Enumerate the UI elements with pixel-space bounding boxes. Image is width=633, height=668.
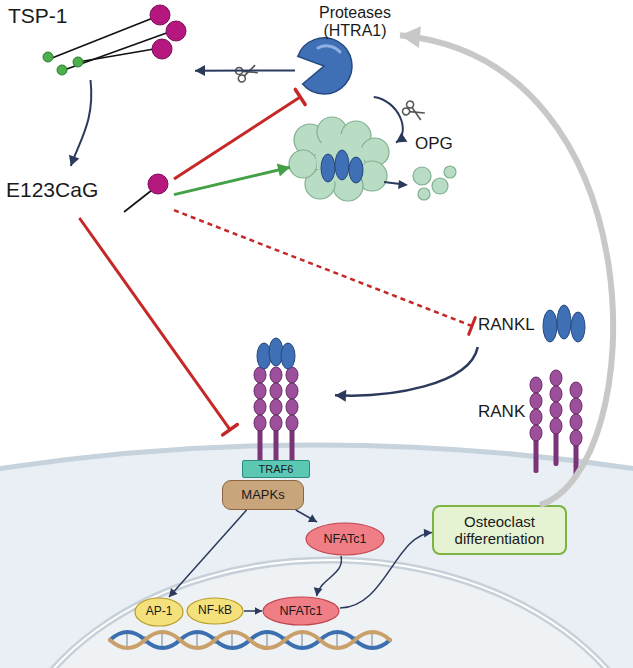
ellipse-shape: [135, 598, 183, 626]
fragment-name: E123CaG: [6, 178, 98, 202]
kinase-label: MAPKs: [223, 481, 303, 509]
opg-protein: [289, 117, 389, 201]
inhibition-line: [79, 218, 230, 430]
arrow-head: [400, 26, 421, 48]
arrow-line: [374, 97, 403, 143]
arrow-head: [424, 529, 432, 538]
rank-receptors: [530, 370, 582, 478]
protease-shape: [298, 38, 352, 94]
adaptor-box: TRAF6: [242, 460, 310, 478]
ellipse-shape: [263, 597, 339, 625]
ellipse-shape: [306, 523, 384, 555]
cleavage-arrow: [384, 182, 400, 184]
protease-node: Proteases (HTRA1): [295, 2, 400, 97]
factor-ellipse: NF-kB: [186, 597, 244, 625]
arrow-head: [308, 514, 317, 522]
factor-label: AP-1: [134, 597, 184, 627]
receptor-complex: TRAF6: [230, 340, 335, 478]
protein-name: RANKL: [478, 315, 535, 335]
arrow-line: [400, 35, 613, 505]
protein-name: TSP-1: [8, 4, 68, 28]
fragment-node: E123CaG: [2, 166, 174, 218]
outcome-box: Osteoclast differentiation: [432, 505, 567, 555]
factor-label: NF-kB: [186, 597, 244, 625]
arrow-line: [71, 80, 92, 166]
opg-fragments: [413, 166, 456, 200]
inhibition-line: [174, 97, 300, 179]
inhibition-bar: [295, 89, 305, 104]
outcome-label: Osteoclast differentiation: [434, 507, 565, 553]
scissors-icon: [235, 62, 259, 83]
dna-helix: [110, 632, 390, 648]
e123cag-fragment: [124, 174, 168, 212]
arrow-head: [255, 607, 262, 615]
receptor-node: RANK: [472, 398, 532, 428]
nuclear-envelope-inner: [0, 560, 633, 668]
arrow-head: [277, 164, 290, 177]
arrow-head: [69, 155, 79, 166]
arrow-head: [195, 65, 205, 76]
kinase-box: MAPKs: [222, 480, 304, 510]
opg-node: OPG: [290, 118, 396, 200]
arrow-head: [169, 588, 178, 597]
protein-name: RANK: [478, 402, 525, 422]
arrow-line: [317, 556, 342, 596]
inhibition-line: [174, 210, 472, 326]
rankl-rank-complex: [254, 338, 298, 463]
arrow-head: [396, 132, 407, 142]
rankl-trimer: [543, 305, 585, 342]
protein-node: TSP-1: [5, 2, 195, 80]
arrow-line: [296, 510, 317, 522]
factor-ellipse: NFATc1: [262, 596, 340, 626]
arrow-line: [335, 347, 478, 396]
rankl-in-opg: [321, 150, 363, 183]
factor-label: NFATc1: [305, 522, 385, 556]
inhibition-bar: [469, 318, 476, 335]
arrow-line: [169, 510, 247, 597]
arrow-line: [244, 610, 262, 612]
cleavage-arrow-head: [398, 180, 408, 189]
factor-label: NFATc1: [262, 596, 340, 626]
inhibition-bar: [223, 424, 238, 434]
factor-ellipse: NFATc1: [305, 522, 385, 556]
arrow-head: [335, 390, 346, 402]
ellipse-shape: [187, 598, 243, 624]
scissors-icon: [401, 100, 426, 123]
arrow-head: [314, 587, 323, 596]
factor-ellipse: AP-1: [134, 597, 184, 627]
nuclear-envelope: [0, 560, 633, 668]
arrow-line: [195, 69, 295, 71]
ligand-node: RANKL: [472, 305, 587, 347]
protease-name: Proteases (HTRA1): [310, 4, 400, 41]
protein-name: OPG: [415, 134, 453, 154]
arrow-line: [174, 167, 290, 194]
protease-highlight: [318, 46, 340, 52]
